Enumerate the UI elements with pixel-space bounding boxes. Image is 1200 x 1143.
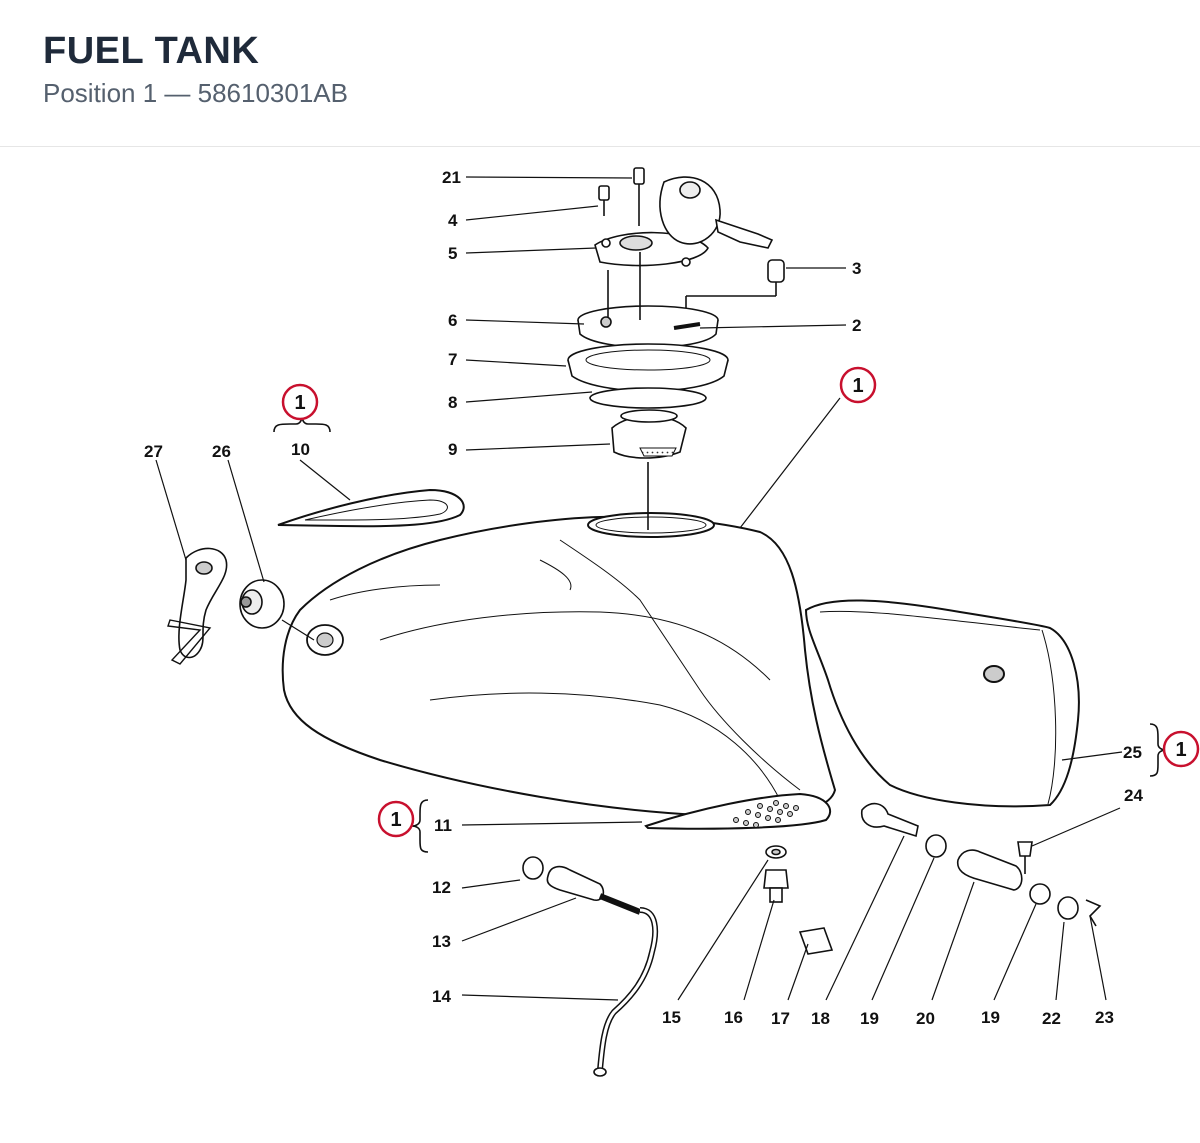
callout-badge-1-tank[interactable]: 1 [839, 366, 877, 404]
label-part-7: 7 [448, 350, 457, 369]
vent-cover-11 [644, 792, 832, 830]
label-part-18: 18 [811, 1009, 830, 1028]
label-part-6: 6 [448, 311, 457, 330]
nut-17 [798, 927, 834, 955]
fuel-cap-key [714, 218, 774, 249]
page-title: FUEL TANK [43, 30, 260, 72]
bolt-18 [860, 802, 919, 838]
exploded-parts-diagram: 21 4 5 3 6 2 7 8 9 10 26 27 25 11 24 12 … [0, 147, 1200, 1138]
label-part-8: 8 [448, 393, 457, 412]
page-header: FUEL TANK Position 1 — 58610301AB [0, 0, 1200, 147]
label-part-12: 12 [432, 878, 451, 897]
label-part-23: 23 [1095, 1008, 1114, 1027]
label-part-24: 24 [1124, 786, 1143, 805]
fuel-cap [659, 176, 721, 245]
leader-lines [155, 176, 1123, 1001]
gasket-10 [277, 488, 465, 528]
diagram-svg: 21 4 5 3 6 2 7 8 9 10 26 27 25 11 24 12 … [144, 167, 1200, 1077]
label-part-22: 22 [1042, 1009, 1061, 1028]
label-part-15: 15 [662, 1008, 681, 1027]
label-part-26: 26 [212, 442, 231, 461]
part-labels: 21 4 5 3 6 2 7 8 9 10 26 27 25 11 24 12 … [144, 168, 1143, 1028]
gasket-8 [589, 387, 707, 409]
fuel-tank-body [281, 512, 836, 818]
label-part-5: 5 [448, 244, 457, 263]
lower-hardware [522, 802, 1102, 1077]
label-part-17: 17 [771, 1009, 790, 1028]
spacer-13 [546, 865, 605, 901]
part-3-valve [767, 259, 785, 283]
grommet-26 [239, 579, 285, 629]
label-part-4: 4 [448, 211, 458, 230]
label-part-19b: 19 [981, 1008, 1000, 1027]
side-panel-25 [804, 599, 1080, 808]
clip-23 [1085, 899, 1102, 927]
bolt-4 [598, 185, 610, 201]
drain-pipe-14 [597, 907, 659, 1071]
screw-24 [1017, 841, 1033, 857]
bushing-19b [1029, 883, 1051, 905]
bushing-12 [522, 856, 544, 880]
label-part-25: 25 [1123, 743, 1142, 762]
label-part-10: 10 [291, 440, 310, 459]
page-subtitle: Position 1 — 58610301AB [43, 78, 348, 108]
label-part-11: 11 [434, 816, 452, 835]
label-part-21: 21 [442, 168, 461, 187]
bushing-19a [925, 834, 947, 858]
bracket-20 [956, 849, 1023, 891]
filler-cap-assembly [567, 167, 785, 530]
label-part-9: 9 [448, 440, 457, 459]
label-part-3: 3 [852, 259, 861, 278]
label-part-27: 27 [144, 442, 163, 461]
callout-label: 1 [390, 809, 401, 831]
callout-label: 1 [1175, 739, 1186, 761]
callout-badge-1-vent[interactable]: 1 [377, 800, 415, 838]
label-part-19a: 19 [860, 1009, 879, 1028]
label-part-14: 14 [432, 987, 451, 1006]
callout-badge-1-panel[interactable]: 1 [1162, 730, 1200, 768]
label-part-2: 2 [852, 316, 861, 335]
callout-badges[interactable]: 1 1 1 1 [281, 366, 1200, 838]
bolt-16 [763, 869, 789, 889]
label-part-16: 16 [724, 1008, 743, 1027]
bolt-21 [633, 167, 645, 185]
label-part-13: 13 [432, 932, 451, 951]
callout-label: 1 [852, 375, 863, 397]
label-part-20: 20 [916, 1009, 935, 1028]
washer-22 [1057, 896, 1079, 920]
hinge-bracket-27 [167, 547, 228, 665]
callout-badge-1-top-left[interactable]: 1 [281, 383, 319, 421]
callout-label: 1 [294, 392, 305, 414]
